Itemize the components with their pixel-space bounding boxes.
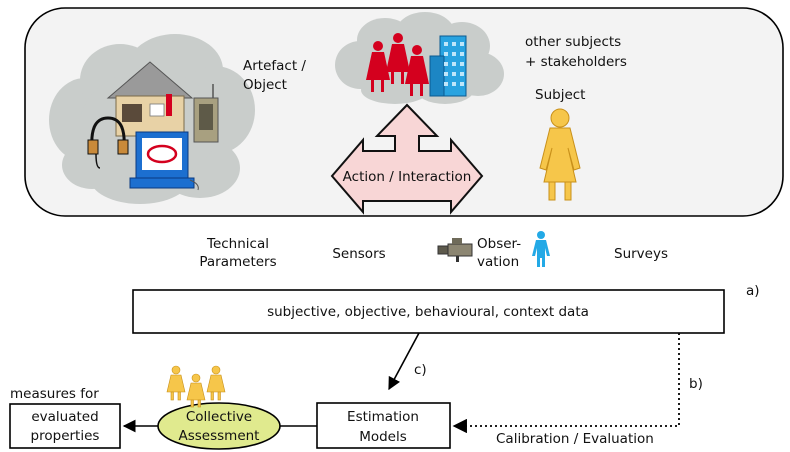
red-people-icon [366,33,429,96]
observer-figure-icon [532,231,550,267]
subject-figure-icon [539,108,581,201]
camera-icon [437,238,473,262]
marker-a: a) [746,283,760,299]
collective-label-line1: Collective [186,409,252,425]
observation-label-line2: vation [477,254,519,270]
action-interaction-arrow [330,103,484,215]
evaluated-properties-box [9,403,121,449]
data-box [132,289,725,334]
people-group-icon [166,365,226,408]
observation-label-line1: Obser- [477,236,521,252]
marker-b: b) [689,376,703,392]
technical-label-line1: Technical [206,236,269,252]
calibration-label: Calibration / Evaluation [496,431,654,447]
action-label: Action / Interaction [343,169,472,185]
collective-label-line2: Assessment [179,428,260,444]
calibration-path [452,333,680,434]
house-icon [106,61,194,137]
surveys-label: Surveys [614,246,668,262]
estimation-box [316,402,451,449]
artefact-label-line1: Artefact / [243,58,306,74]
computer-icon [129,131,199,191]
evaluated-label-line1: evaluated [31,409,98,425]
others-label-line2: + stakeholders [525,54,627,70]
arrow-c [388,332,420,391]
others-label-line1: other subjects [525,34,621,50]
sensors-label: Sensors [332,246,385,262]
measures-for-label: measures for [10,386,99,402]
estimation-label-line1: Estimation [347,409,419,425]
subject-label: Subject [535,87,585,103]
marker-c: c) [414,362,427,378]
estimation-label-line2: Models [359,429,407,445]
technical-label-line2: Parameters [199,254,276,270]
artefact-label-line2: Object [243,77,287,93]
evaluated-label-line2: properties [31,428,100,444]
headset-icon [87,116,129,169]
building-icon [429,35,467,97]
device-icon [193,84,219,143]
data-box-label: subjective, objective, behavioural, cont… [267,304,589,320]
